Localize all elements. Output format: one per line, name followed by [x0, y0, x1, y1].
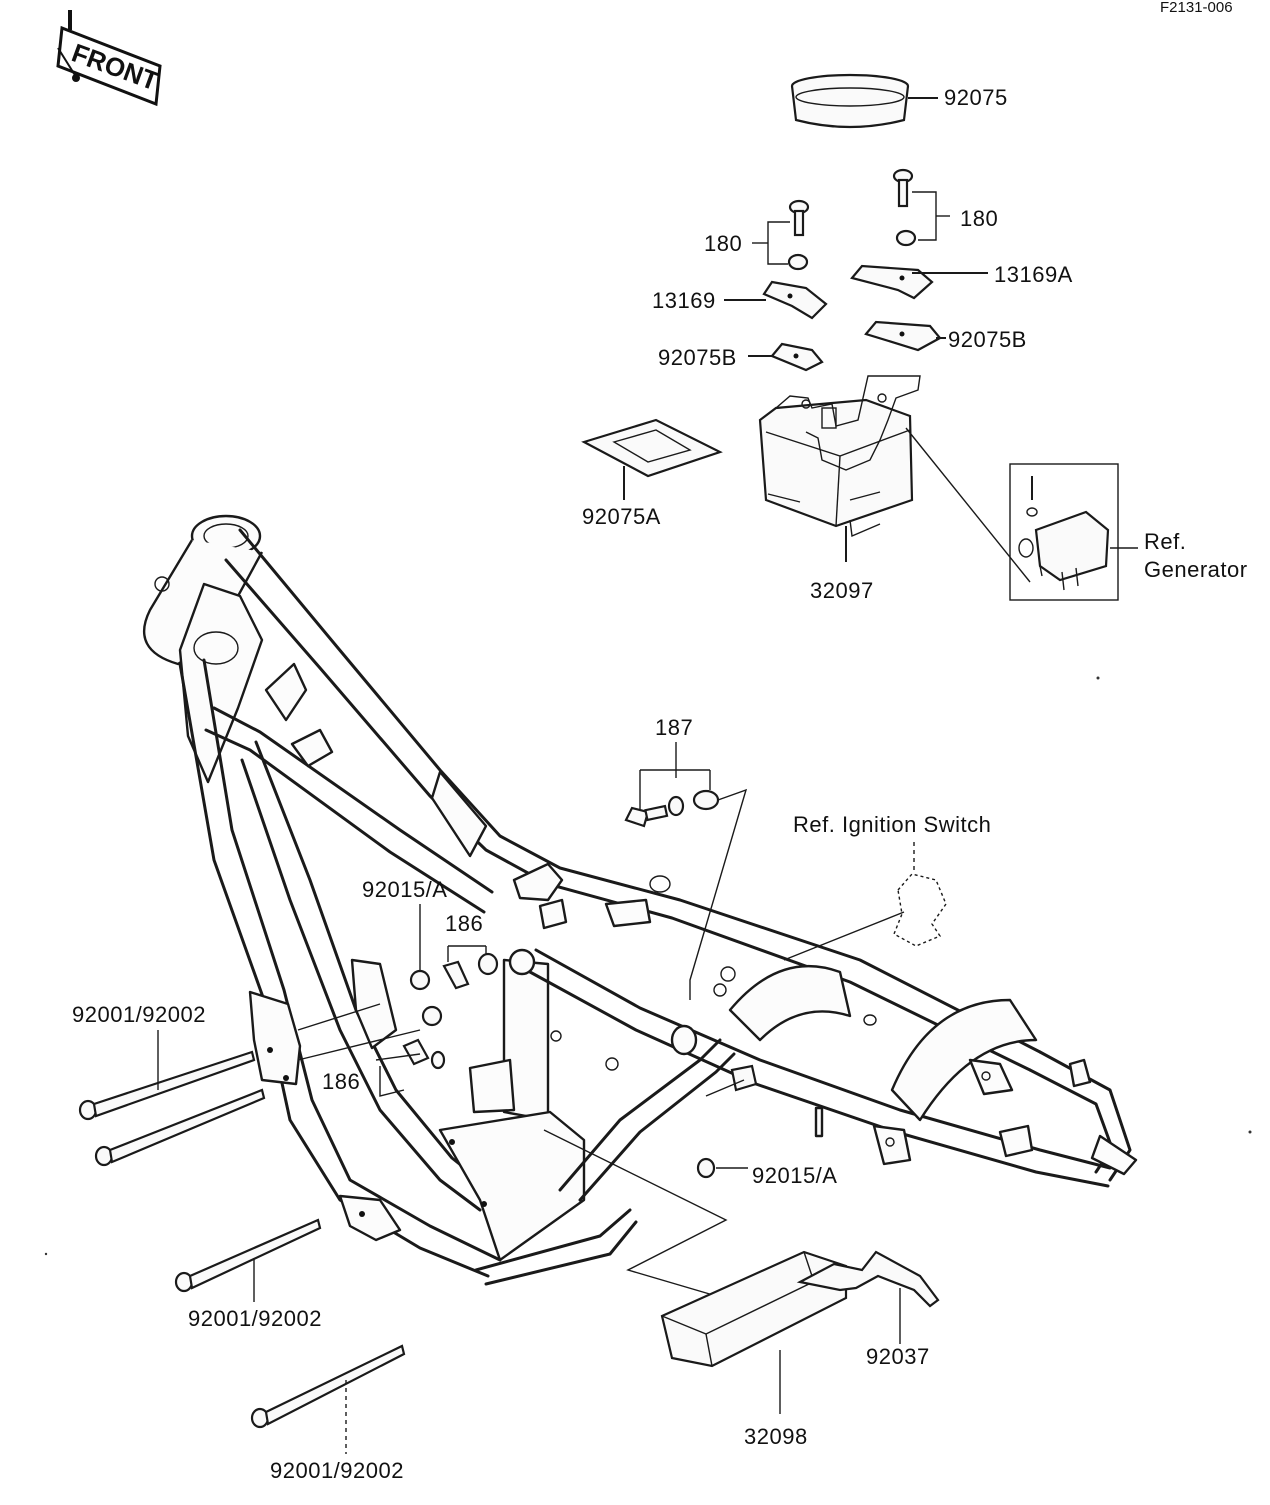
clamp-92037: [796, 1250, 940, 1344]
callout-186-upper: 186: [445, 911, 483, 936]
ref-ignition-switch: Ref. Ignition Switch: [793, 812, 991, 837]
engine-bolt-1: [78, 1030, 266, 1167]
cushion-92075B-left: [748, 342, 824, 372]
callout-186-lower: 186: [322, 1069, 360, 1094]
callout-92001-92002-upper: 92001/92002: [72, 1002, 206, 1027]
nut-92015A-lower: [696, 1064, 758, 1179]
bolt-180-left: [752, 199, 810, 271]
callout-92075B-right: 92075B: [948, 327, 1027, 352]
callout-92075A: 92075A: [582, 504, 661, 529]
callout-92015A-upper: 92015/A: [362, 877, 447, 902]
engine-bolt-2: [174, 1218, 322, 1302]
cdi-unit-32098: [543, 1129, 848, 1414]
callout-92037: 92037: [866, 1344, 930, 1369]
callout-180-right: 180: [960, 206, 998, 231]
callout-13169A: 13169A: [994, 262, 1073, 287]
callout-92075B-left: 92075B: [658, 345, 737, 370]
engine-mount-hardware-upper: [297, 904, 499, 1097]
callout-180-left: 180: [704, 231, 742, 256]
callout-92075: 92075: [944, 85, 1008, 110]
pad-92075A: [581, 418, 723, 500]
callout-92001-92002-middle: 92001/92002: [188, 1306, 322, 1331]
callout-32098: 32098: [744, 1424, 808, 1449]
ignition-switch-reference: [783, 842, 947, 961]
regulator-32097: [758, 375, 921, 562]
bracket-13169A: [850, 264, 988, 300]
callout-187: 187: [655, 715, 693, 740]
callout-92015A-lower: 92015/A: [752, 1163, 837, 1188]
motorcycle-frame: [142, 514, 1138, 1286]
front-direction-badge: FRONT: [56, 10, 162, 107]
bolt-group-187: [624, 742, 748, 1000]
engine-bolt-3: [250, 1344, 406, 1454]
ref-generator-line-1: Ref.: [1144, 529, 1186, 554]
callout-32097: 32097: [810, 578, 874, 603]
ref-generator-line-2: Generator: [1144, 557, 1248, 582]
generator-reference-box: [905, 427, 1138, 601]
bracket-13169: [724, 280, 828, 320]
callout-13169: 13169: [652, 288, 716, 313]
bolt-180-right: [892, 168, 950, 247]
callout-92001-92002-lower: 92001/92002: [270, 1458, 404, 1483]
band-part: [790, 73, 938, 129]
cushion-92075B-right: [864, 320, 946, 352]
figure-code: F2131-006: [1160, 0, 1233, 16]
